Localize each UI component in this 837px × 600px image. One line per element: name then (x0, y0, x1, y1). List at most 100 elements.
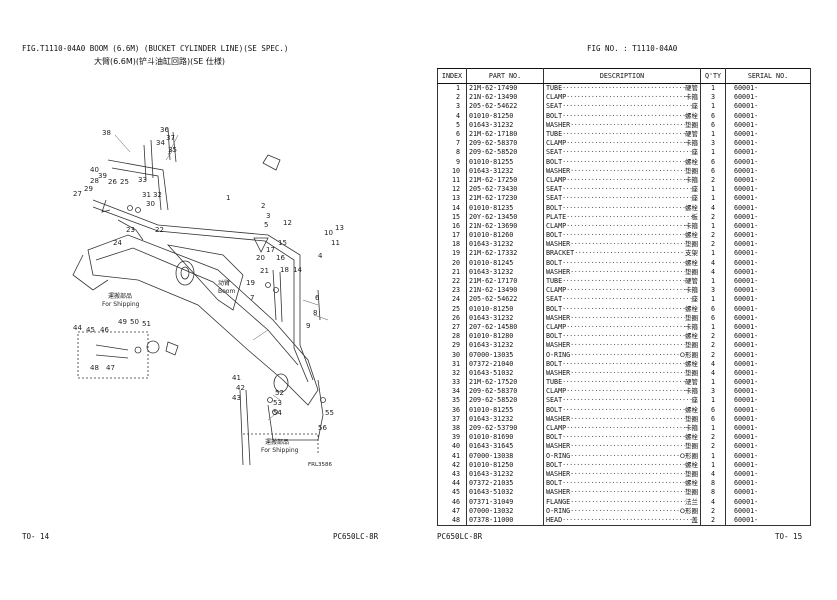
leader-dots: ········································… (570, 120, 685, 129)
cell-part-no: 01643-31232 (466, 414, 544, 424)
cell-part-no: 205-62-54622 (466, 102, 544, 112)
cell-description: BOLT····································… (543, 231, 701, 241)
leader-dots: ········································… (570, 313, 685, 322)
cell-qty: 1 (700, 185, 726, 195)
description-en: WASHER (546, 488, 571, 497)
cell-qty: 3 (700, 139, 726, 149)
cell-part-no: 01643-31645 (466, 442, 544, 452)
cell-part-no: 21N-62-13690 (466, 221, 544, 231)
callout-20: 20 (256, 254, 265, 262)
cell-description: TUBE····································… (543, 276, 701, 287)
col-serial: SERIAL NO. (725, 68, 811, 84)
description-cn: 螺栓 (685, 304, 698, 313)
shipping-label-4: For Shipping (261, 447, 299, 454)
cell-index: 3 (437, 102, 467, 112)
description-en: WASHER (546, 341, 571, 350)
description-en: FLANGE (546, 497, 571, 506)
callout-48: 48 (90, 364, 99, 372)
cell-description: CLAMP···································… (543, 286, 701, 296)
callout-47: 47 (106, 364, 115, 372)
description-en: TUBE (546, 277, 563, 286)
cell-qty: 6 (700, 405, 726, 415)
cell-serial: 60001- (725, 212, 811, 222)
cell-qty: 6 (700, 304, 726, 314)
cell-serial: 60001- (725, 341, 811, 351)
callout-55: 55 (325, 409, 334, 417)
callout-54: 54 (273, 409, 282, 417)
description-en: SEAT (546, 295, 563, 304)
description-cn: 垫圈 (685, 120, 698, 129)
callout-45: 45 (86, 326, 95, 334)
cell-part-no: 21N-62-13490 (466, 286, 544, 296)
cell-qty: 1 (700, 276, 726, 287)
cell-qty: 3 (700, 93, 726, 103)
cell-description: TUBE····································… (543, 83, 701, 94)
cell-serial: 60001- (725, 120, 811, 130)
cell-part-no: 07371-31049 (466, 497, 544, 507)
cell-part-no: 21M-62-17520 (466, 378, 544, 388)
description-cn: 螺栓 (685, 433, 698, 442)
cell-qty: 2 (700, 350, 726, 360)
cell-qty: 1 (700, 148, 726, 158)
description-en: SEAT (546, 148, 563, 157)
col-qty: Q'TY (700, 68, 726, 84)
cell-part-no: 01010-81245 (466, 258, 544, 268)
description-cn: 座 (691, 148, 699, 157)
cell-part-no: 01643-31232 (466, 166, 544, 176)
cell-qty: 1 (700, 129, 726, 140)
callout-17: 17 (266, 246, 275, 254)
callout-12: 12 (283, 219, 292, 227)
cell-serial: 60001- (725, 433, 811, 443)
cell-description: BOLT····································… (543, 460, 701, 470)
cell-qty: 1 (700, 451, 726, 461)
cell-part-no: 01643-31232 (466, 469, 544, 480)
cell-index: 45 (437, 488, 467, 498)
cell-qty: 2 (700, 212, 726, 222)
description-cn: 螺栓 (685, 479, 698, 488)
cell-description: CLAMP···································… (543, 93, 701, 103)
cell-serial: 60001- (725, 194, 811, 204)
callout-7: 7 (250, 294, 254, 302)
cell-index: 46 (437, 497, 467, 507)
cell-part-no: 07372-21035 (466, 479, 544, 489)
description-en: BOLT (546, 157, 563, 166)
description-cn: 垫圈 (685, 368, 698, 377)
leader-dots: ········································… (562, 396, 692, 405)
cell-part-no: 01010-81250 (466, 304, 544, 314)
description-cn: 座 (691, 194, 699, 203)
cell-description: BOLT····································… (543, 359, 701, 369)
leader-dots: ········································… (562, 231, 685, 240)
parts-table: INDEX PART NO. DESCRIPTION Q'TY SERIAL N… (437, 68, 811, 526)
description-cn: 座 (691, 396, 699, 405)
cell-serial: 60001- (725, 295, 811, 305)
description-en: O-RING (546, 350, 571, 359)
callout-44: 44 (73, 324, 82, 332)
description-en: WASHER (546, 469, 571, 478)
callout-3: 3 (266, 212, 270, 220)
description-cn: 螺栓 (685, 405, 698, 414)
description-en: CLAMP (546, 93, 567, 102)
cell-index: 11 (437, 175, 467, 186)
callout-52: 52 (275, 389, 284, 397)
cell-serial: 60001- (725, 460, 811, 470)
cell-part-no: 209-62-53790 (466, 423, 544, 434)
fig-no: FIG NO. : T1110-04A0 (587, 44, 678, 53)
col-description: DESCRIPTION (543, 68, 701, 84)
leader-dots: ········································… (562, 157, 685, 166)
leader-dots: ········································… (562, 405, 685, 414)
description-cn: 螺栓 (685, 231, 698, 240)
cell-part-no: 07000-13035 (466, 350, 544, 360)
shipping-label-2: For Shipping (102, 301, 140, 308)
description-cn: 垫圈 (685, 341, 698, 350)
callout-16: 16 (276, 254, 285, 262)
cell-serial: 60001- (725, 166, 811, 176)
callout-33: 33 (138, 176, 147, 184)
cell-part-no: 07000-13038 (466, 451, 544, 461)
